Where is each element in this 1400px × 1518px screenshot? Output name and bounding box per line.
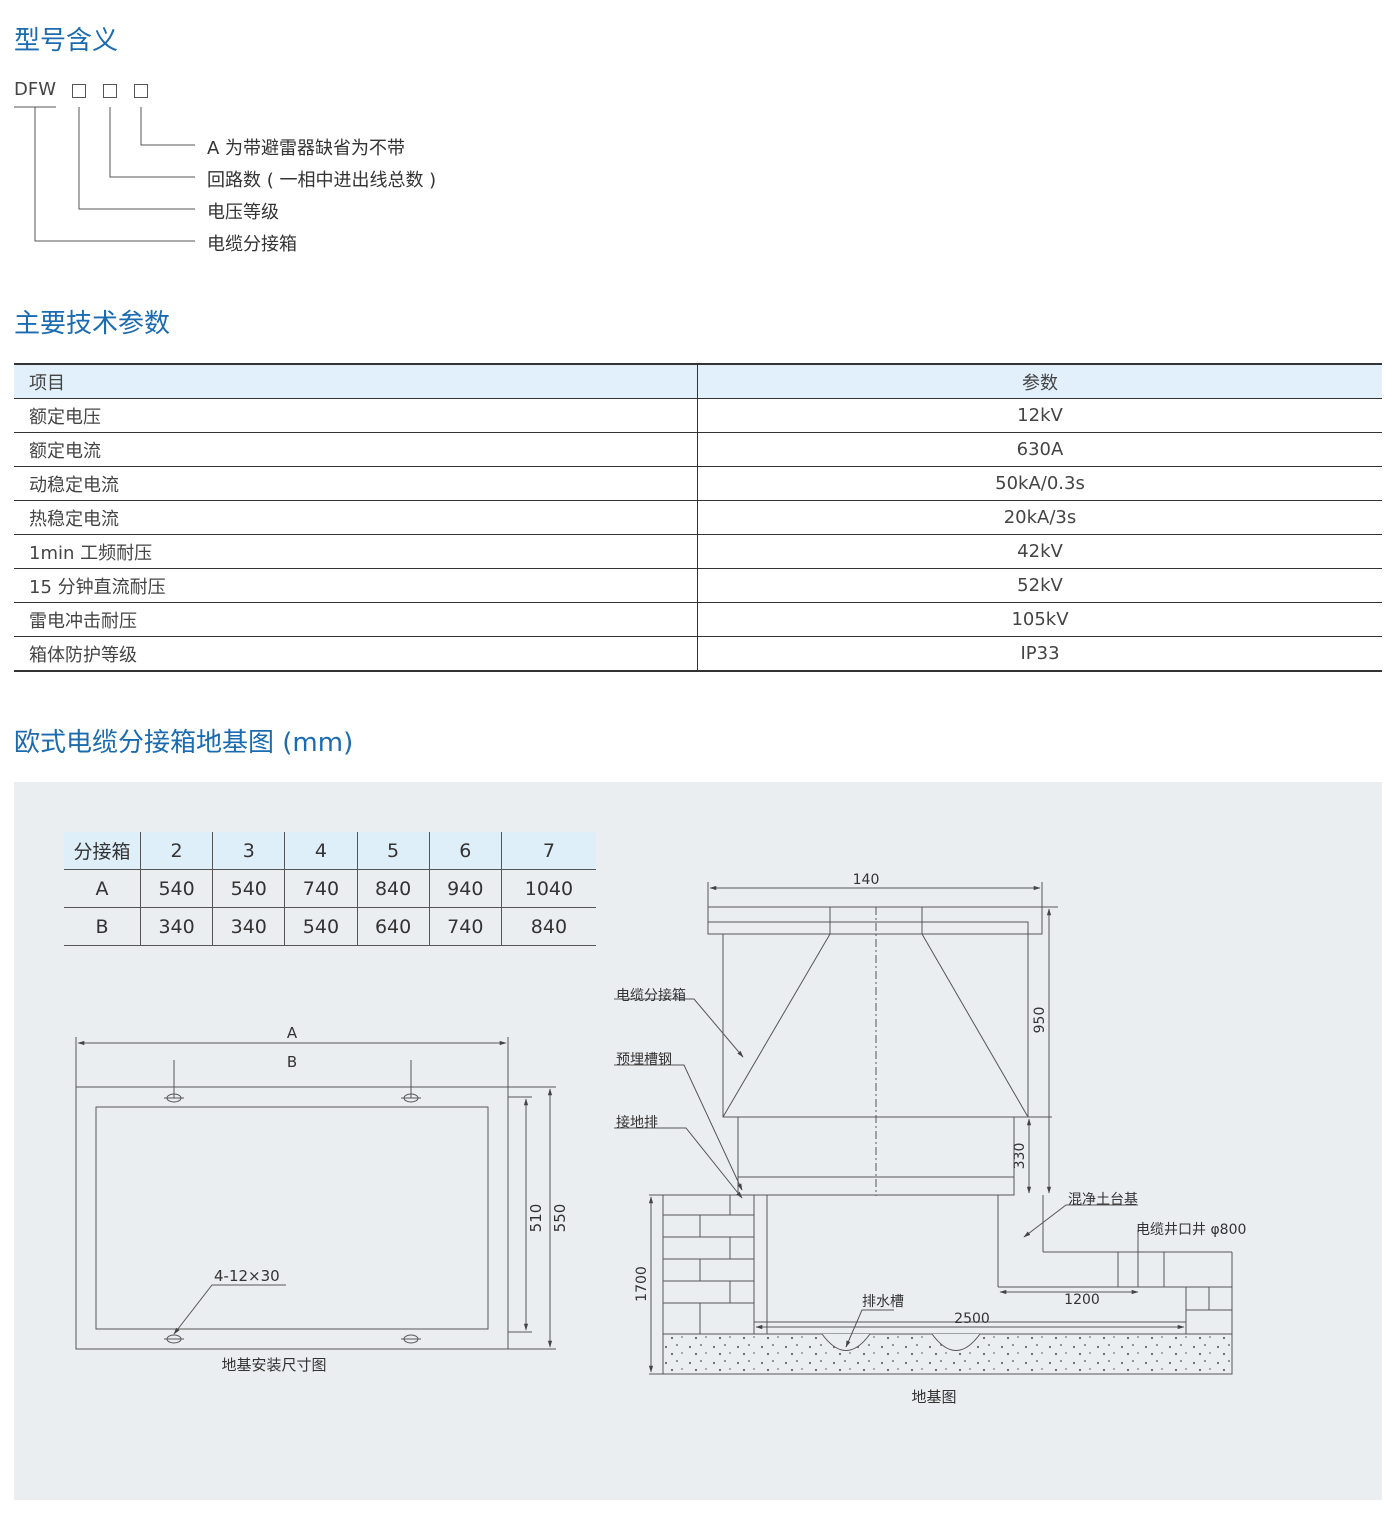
dim-label-330: 330 [1012,1143,1028,1170]
param-value: 105kV [697,602,1382,637]
dim-cell: 340 [139,907,213,946]
param-value: 42kV [697,534,1382,569]
foundation-section-drawing: 140 950 330 1700 1200 2500 电缆分接箱 预埋槽钢 接地… [614,872,1246,1406]
model-line-circuits: 回路数 ( 一相中进出线总数 ) [207,170,437,191]
label-embedded-channel: 预埋槽钢 [616,1052,672,1068]
dim-cell: 340 [212,907,285,946]
param-name: 雷电冲击耐压 [14,602,698,637]
label-cable-well: 电缆井口井 φ800 [1136,1222,1246,1238]
installation-caption: 地基安装尺寸图 [221,1356,326,1374]
param-name: 动稳定电流 [14,466,698,501]
dimension-table: 分接箱 2 3 4 5 6 7 A 540 540 740 840 940 10… [64,832,596,946]
section-title-params: 主要技术参数 [14,309,171,339]
model-line-arrester: A 为带避雷器缺省为不带 [207,138,406,159]
dim-cell: 840 [500,907,596,946]
dim-head-cell: 4 [284,832,358,870]
dim-cell: 540 [212,869,285,908]
model-box-3 [134,84,148,98]
dim-label-950: 950 [1032,1007,1048,1034]
dim-head-cell: 6 [428,832,502,870]
dimension-header-row: 分接箱 2 3 4 5 6 7 [64,832,596,870]
model-code: DFW [14,79,57,100]
table-row: A 540 540 740 840 940 1040 [64,869,596,908]
dim-label-1700: 1700 [634,1266,650,1302]
dim-cell: A [64,869,141,908]
param-name: 额定电压 [14,398,698,433]
params-header-item: 项目 [14,363,698,399]
dim-cell: 540 [284,907,358,946]
param-name: 热稳定电流 [14,500,698,535]
section-title-model: 型号含义 [14,26,119,56]
table-row: B 340 340 540 640 740 840 [64,907,596,946]
param-value: 12kV [697,398,1382,433]
dim-head-cell: 分接箱 [64,832,141,870]
label-ground-bar: 接地排 [616,1114,658,1131]
param-name: 额定电流 [14,432,698,467]
label-drain-trench: 排水槽 [862,1294,904,1310]
dim-label-2500: 2500 [954,1311,990,1327]
model-line-type: 电缆分接箱 [207,234,297,255]
param-value: 20kA/3s [697,500,1382,535]
installation-drawing: A B 510 550 4-12×30 地基安装尺寸图 [75,1024,569,1374]
dim-label-550: 550 [551,1204,569,1233]
dim-cell: 940 [428,869,502,908]
param-value: 630A [697,432,1382,467]
dim-label-a: A [287,1024,298,1042]
hole-spec-label: 4-12×30 [214,1267,280,1285]
dim-cell: B [64,907,141,946]
foundation-panel: 分接箱 2 3 4 5 6 7 A 540 540 740 840 940 10… [14,782,1382,1500]
dim-cell: 740 [284,869,358,908]
dim-head-cell: 5 [356,832,430,870]
dim-cell: 1040 [500,869,596,908]
foundation-caption: 地基图 [911,1388,956,1406]
dim-cell: 740 [428,907,502,946]
model-box-1 [72,84,86,98]
section-title-foundation: 欧式电缆分接箱地基图 (mm) [14,728,354,758]
dim-label-1200: 1200 [1064,1292,1100,1308]
param-name: 15 分钟直流耐压 [14,568,698,603]
dim-label-140: 140 [853,872,880,888]
model-leader-lines [14,106,195,242]
param-name: 箱体防护等级 [14,636,698,672]
param-name: 1min 工频耐压 [14,534,698,569]
dim-label-510: 510 [527,1204,545,1233]
param-value: 52kV [697,568,1382,603]
dim-head-cell: 7 [500,832,596,870]
dim-cell: 840 [356,869,430,908]
label-concrete-base: 混净土台基 [1068,1191,1138,1208]
params-header-value: 参数 [697,363,1382,399]
params-header-row: 项目 参数 [14,363,1382,399]
dim-label-b: B [287,1053,297,1071]
dim-cell: 540 [139,869,213,908]
param-value: 50kA/0.3s [697,466,1382,501]
dim-head-cell: 3 [212,832,285,870]
dim-head-cell: 2 [139,832,213,870]
label-cable-box: 电缆分接箱 [616,987,686,1004]
dim-cell: 640 [356,907,430,946]
param-value: IP33 [697,636,1382,672]
model-line-voltage: 电压等级 [207,202,279,223]
model-box-2 [103,84,117,98]
